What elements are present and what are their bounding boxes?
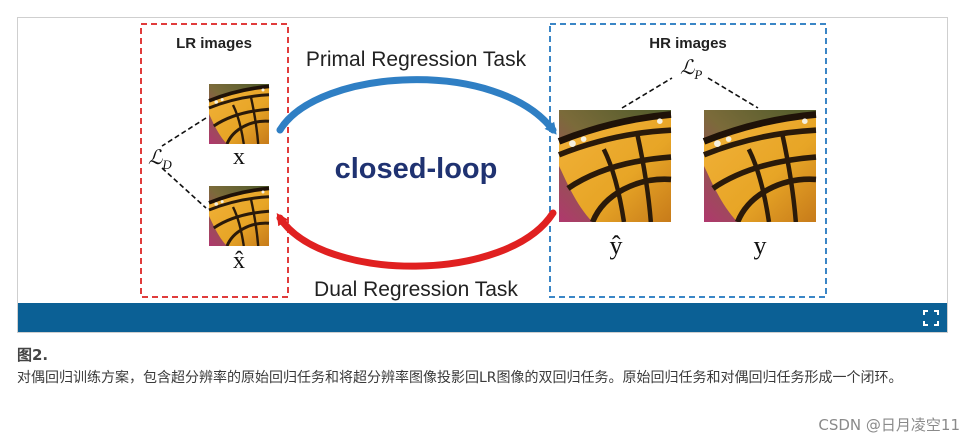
caption-text: 对偶回归训练方案，包含超分辨率的原始回归任务和将超分辨率图像投影回LR图像的双回… bbox=[17, 370, 903, 386]
expand-icon[interactable] bbox=[923, 310, 939, 326]
dual-task-label: Dual Regression Task bbox=[314, 278, 518, 301]
hr-y-label: y bbox=[754, 231, 767, 260]
caption-title: 图2. bbox=[17, 346, 49, 364]
hr-image-y bbox=[704, 110, 816, 222]
lr-x-label: x bbox=[233, 144, 245, 170]
hr-group-box bbox=[549, 23, 827, 298]
primal-arrow bbox=[276, 76, 557, 135]
lr-group-box bbox=[140, 23, 289, 298]
hr-yhat-label: ŷ bbox=[610, 231, 623, 260]
lr-image-x bbox=[208, 84, 270, 144]
loss-d-label: ℒD bbox=[148, 147, 172, 172]
figure-caption: 图2. 对偶回归训练方案，包含超分辨率的原始回归任务和将超分辨率图像投影回LR图… bbox=[17, 345, 952, 389]
hr-image-yhat bbox=[559, 110, 671, 222]
closed-loop-label: closed-loop bbox=[335, 153, 498, 185]
figure-frame: LR images HR images x x̂ ℒD ŷ y ℒP Prima… bbox=[17, 17, 948, 333]
primal-task-label: Primal Regression Task bbox=[306, 48, 527, 71]
dual-regression-diagram: LR images HR images x x̂ ℒD ŷ y ℒP Prima… bbox=[140, 23, 827, 301]
hr-group-title: HR images bbox=[649, 35, 727, 52]
lr-xhat-label: x̂ bbox=[233, 248, 245, 274]
loss-p-label: ℒP bbox=[680, 57, 702, 82]
lr-group-title: LR images bbox=[176, 35, 252, 52]
lr-image-xhat bbox=[208, 186, 270, 246]
dual-arrow bbox=[276, 209, 557, 270]
figure-footer-bar bbox=[18, 303, 947, 332]
csdn-watermark: CSDN @日月凌空11 bbox=[818, 416, 960, 434]
